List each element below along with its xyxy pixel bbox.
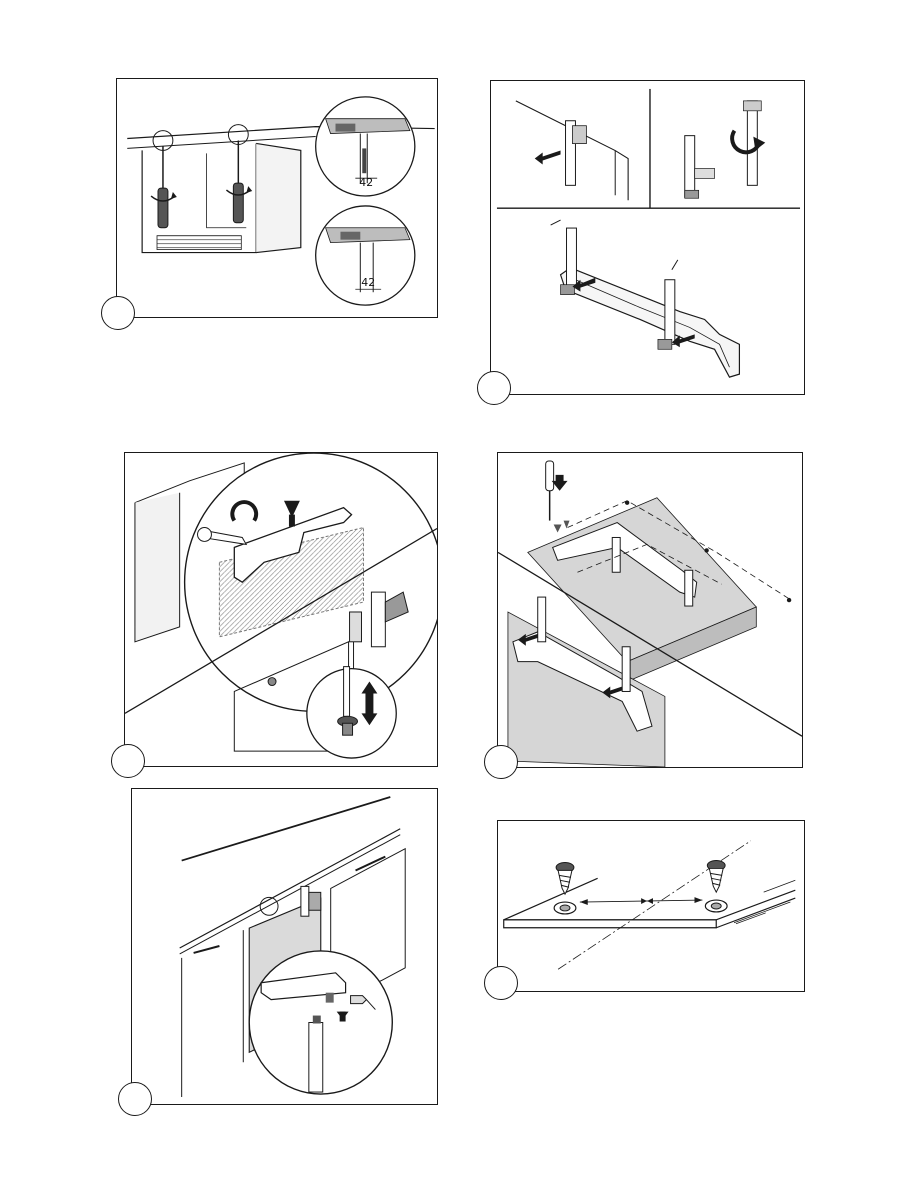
dimension-label-top: 42	[359, 176, 373, 189]
screwdriver-icon	[344, 667, 350, 717]
figure-door-bracket-wrench	[124, 452, 438, 767]
step-number-circle-1	[101, 296, 135, 330]
figure-bracket-removal	[490, 80, 805, 395]
detail-circle-bottom: 42	[316, 206, 415, 305]
screw-hole-spacing-illustration	[498, 821, 804, 991]
door-bracket-wrench-illustration	[125, 453, 437, 766]
screwdriver-icon-2	[226, 125, 252, 223]
bracket-mounting-illustration	[498, 453, 802, 767]
detail-circle-alignment	[249, 951, 392, 1094]
figure-hinge-adjustment: 42 42	[116, 78, 438, 318]
figure-screw-hole-spacing	[497, 820, 805, 992]
step-number-circle-6	[484, 966, 518, 1000]
arrow-icon-left	[535, 151, 561, 165]
detail-circle-wrench	[185, 453, 437, 711]
cabinet-door-alignment-illustration	[132, 789, 437, 1104]
figure-bracket-mounting	[497, 452, 803, 768]
step-number-circle-2	[477, 371, 511, 405]
dimension-label-bottom: 42	[361, 276, 375, 289]
detail-circle-top: 42	[316, 97, 415, 196]
hinge-adjustment-illustration: 42 42	[117, 79, 437, 317]
screw-icon-2	[707, 861, 725, 893]
step-number-circle-5	[118, 1082, 152, 1116]
step-number-circle-4	[484, 745, 518, 779]
hand-pointer-icon	[351, 996, 367, 1004]
bracket-removal-illustration	[491, 81, 804, 394]
figure-cabinet-door-alignment	[131, 788, 438, 1105]
step-number-circle-3	[111, 744, 145, 778]
screwdriver-icon	[546, 461, 570, 533]
